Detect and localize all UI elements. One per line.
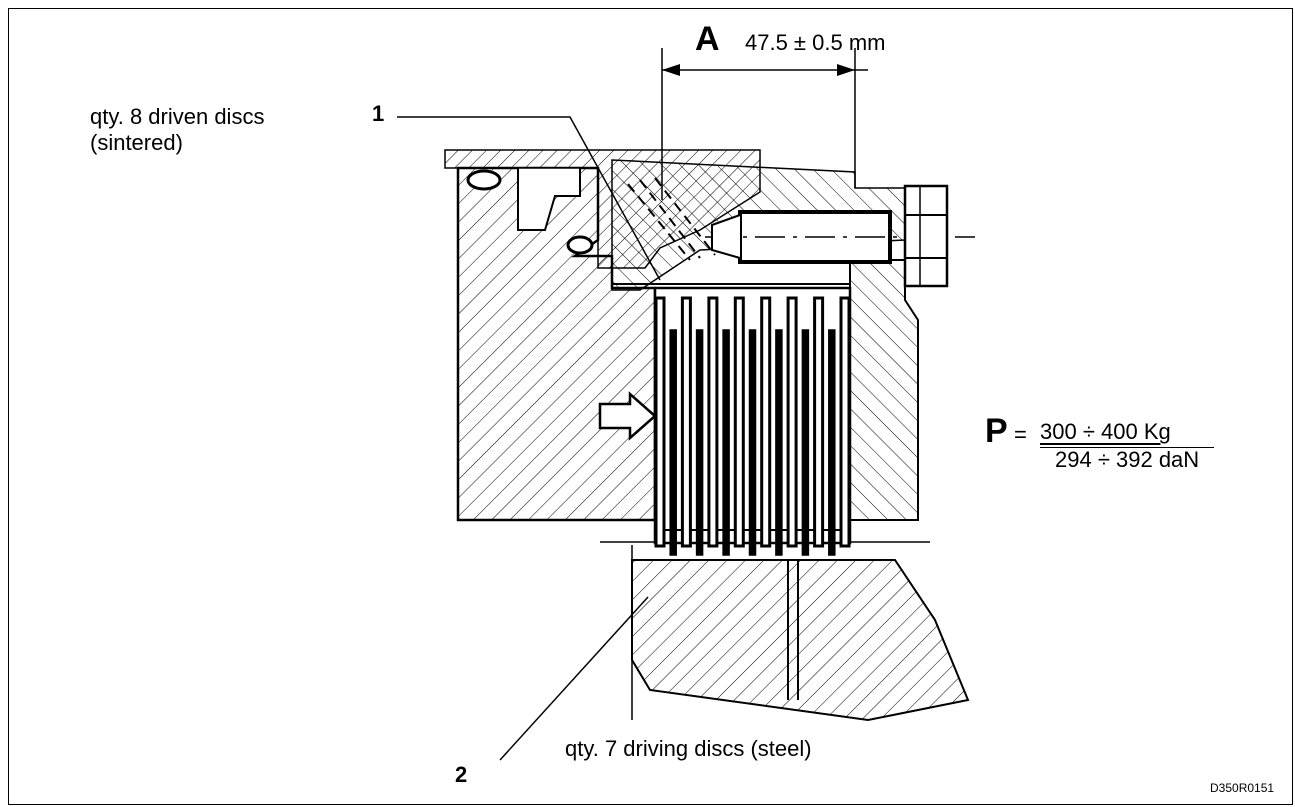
driven-disc-3 — [707, 296, 719, 548]
driven-disc-8 — [839, 296, 851, 548]
dim-arrow-left — [662, 64, 680, 76]
dim-arrow-right — [837, 64, 855, 76]
driven-disc-1 — [654, 296, 666, 548]
force-value-kg: 300 ÷ 400 Kg — [1040, 419, 1171, 444]
driven-disc-7 — [813, 296, 825, 548]
dimension-value: 47.5 ± 0.5 mm — [745, 30, 886, 55]
driving-disc-2 — [695, 329, 704, 556]
driven-disc-6 — [786, 296, 798, 548]
driving-disc-5 — [775, 329, 783, 556]
drawing-border — [8, 8, 1293, 805]
bolt-tip — [711, 214, 741, 259]
o-ring-upper — [466, 169, 502, 191]
driving-disc-6 — [801, 329, 810, 556]
force-value-dan: 294 ÷ 392 daN — [1055, 447, 1200, 472]
driving-disc-1 — [669, 329, 677, 556]
right-drum — [849, 259, 919, 521]
callout-1: 1 — [372, 101, 385, 126]
force-equals: = — [1014, 422, 1027, 447]
piston-inner-step — [517, 168, 581, 231]
drawing-code: D350R0151 — [1210, 781, 1275, 795]
lower-hub — [631, 559, 970, 722]
leader-1 — [397, 116, 661, 281]
fraction-bar — [1040, 447, 1214, 448]
leader-2 — [499, 596, 649, 761]
o-ring-lower — [566, 235, 594, 255]
bolt-head — [903, 184, 949, 288]
driven-disc-4 — [733, 296, 745, 548]
dimension-letter: A — [695, 20, 720, 58]
push-arrow — [598, 391, 657, 441]
force-letter: P — [985, 412, 1008, 450]
driving-discs-label: qty. 7 driving discs (steel) — [565, 736, 812, 761]
driving-disc-7 — [828, 329, 836, 556]
disc-pack — [654, 296, 851, 556]
driven-disc-2 — [680, 296, 692, 548]
callout-2: 2 — [455, 762, 468, 787]
hidden-outline — [627, 177, 716, 261]
driving-disc-3 — [722, 329, 730, 556]
driving-disc-4 — [748, 329, 757, 556]
driven-discs-label-line2: (sintered) — [90, 130, 183, 155]
driven-discs-label-line1: qty. 8 driven discs — [90, 104, 265, 129]
driven-disc-5 — [760, 296, 772, 548]
